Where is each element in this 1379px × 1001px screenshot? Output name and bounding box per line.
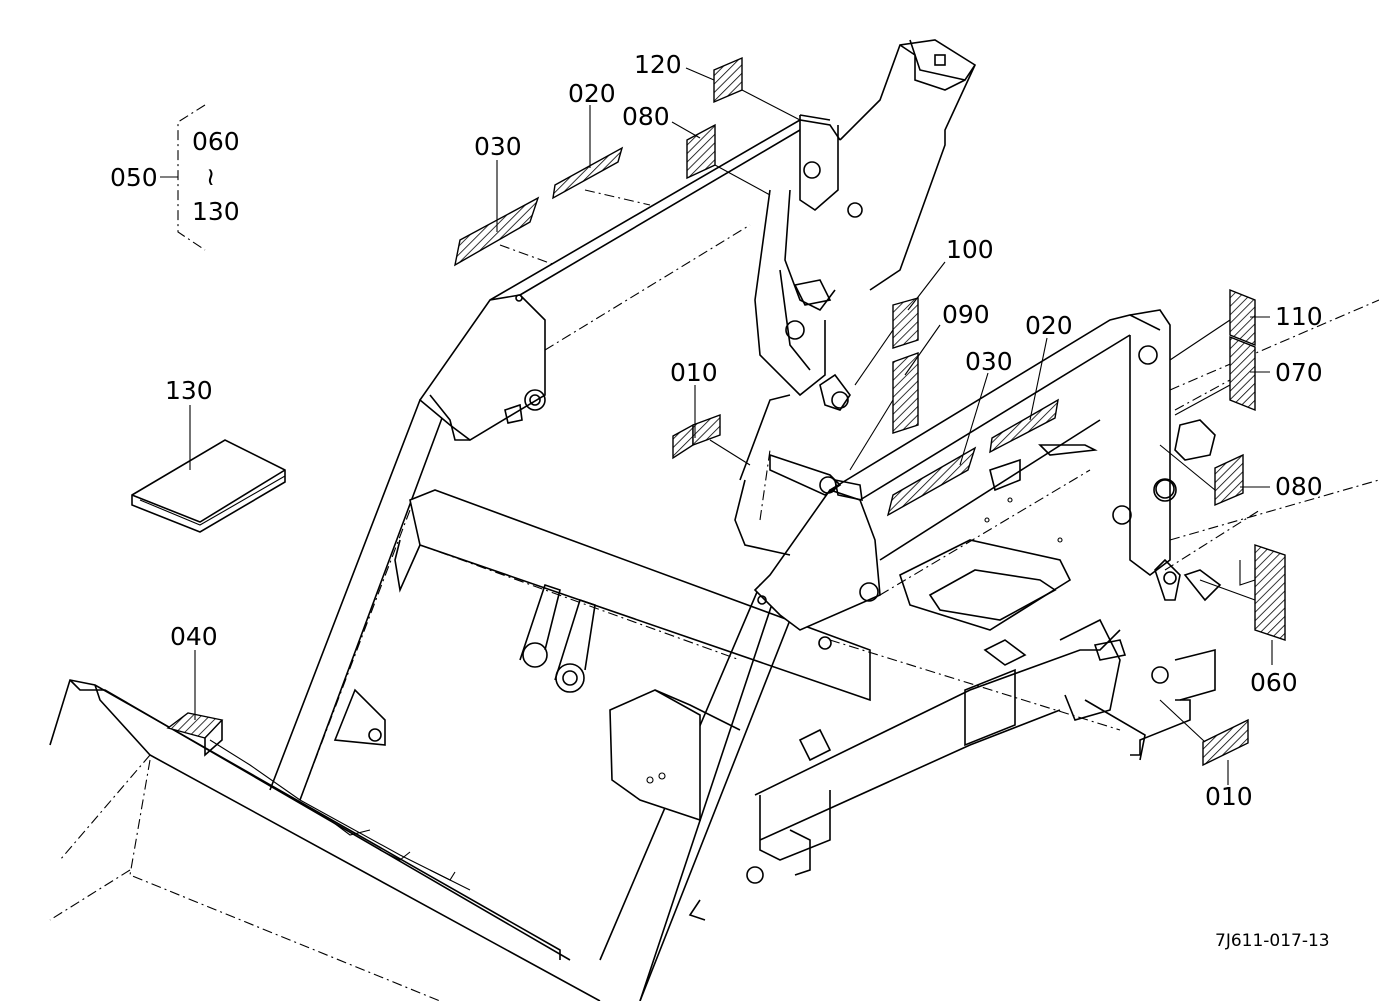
decal-110: [1169, 288, 1256, 361]
manual-130: [131, 439, 286, 533]
drawing-code: 7J611-017-13: [1215, 931, 1330, 951]
callout-010-right: 010: [1205, 782, 1253, 811]
bucket: [49, 679, 601, 1001]
callout-020-upper: 020: [568, 79, 616, 108]
callout-040: 040: [170, 622, 218, 651]
decal-040: [166, 712, 224, 757]
callout-020-right: 020: [1025, 311, 1073, 340]
decal-080-right: [1159, 444, 1244, 507]
range-symbol: ≀: [206, 162, 215, 191]
decal-010-right: [1159, 699, 1249, 767]
left-loader-arm: [269, 114, 841, 801]
decal-070: [1174, 335, 1256, 416]
callout-labels: 120 020 080 030 050 060 ≀ 130 100 090 02…: [110, 50, 1330, 951]
decal-090: [849, 352, 919, 471]
callout-060-range-start: 060: [192, 127, 240, 156]
decal-030-right: [886, 446, 977, 517]
callout-100: 100: [946, 235, 994, 264]
callout-030-right: 030: [965, 347, 1013, 376]
decal-020-right: [989, 398, 1059, 454]
mast-frame: [734, 39, 977, 556]
decal-120: [713, 56, 801, 121]
callout-130-manual: 130: [165, 376, 213, 405]
decal-080-upper: [686, 123, 771, 196]
main-frame: [609, 299, 1379, 921]
callout-080-upper: 080: [622, 102, 670, 131]
decal-100: [854, 297, 919, 386]
callout-060-right: 060: [1250, 668, 1298, 697]
callout-070: 070: [1275, 358, 1323, 387]
callout-130-range-end: 130: [192, 197, 240, 226]
decal-020-upper: [552, 146, 651, 206]
callout-110: 110: [1275, 302, 1323, 331]
decal-060-right: [1199, 544, 1286, 641]
cross-tube: [333, 489, 871, 746]
callout-030-upper: 030: [474, 132, 522, 161]
decal-030-upper: [454, 196, 556, 267]
leader-lines: [160, 67, 1273, 785]
callout-050: 050: [110, 163, 158, 192]
callout-080-right: 080: [1275, 472, 1323, 501]
center-loader-arm: [599, 309, 1175, 1001]
decal-010-left: [672, 413, 751, 466]
callout-090: 090: [942, 300, 990, 329]
callout-120: 120: [634, 50, 682, 79]
callout-010-left: 010: [670, 358, 718, 387]
